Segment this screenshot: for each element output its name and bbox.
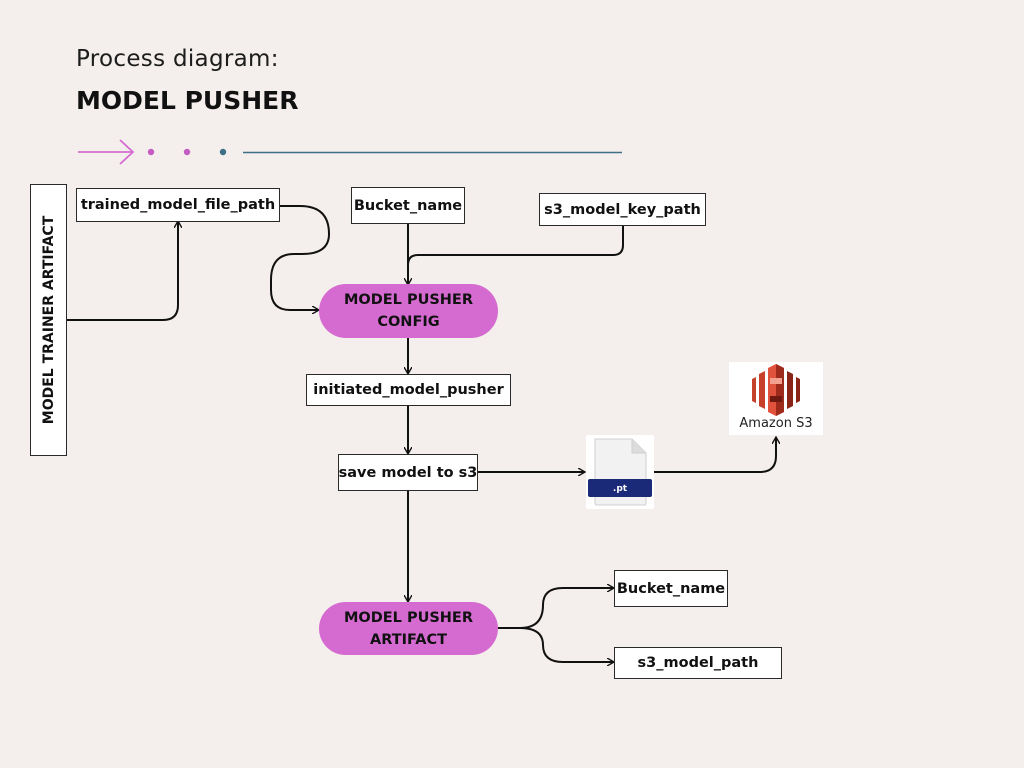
bucket-name-input-box: Bucket_name <box>351 187 465 224</box>
initiated-model-pusher-box: initiated_model_pusher <box>306 374 511 406</box>
divider-dot <box>147 148 155 156</box>
model-pusher-config-label: MODEL PUSHER CONFIG <box>343 292 474 330</box>
model-trainer-artifact-label: MODEL TRAINER ARTIFACT <box>40 215 57 425</box>
edge-filepath-to-config <box>270 205 331 310</box>
edge-artifact-to-modelpath <box>519 627 613 662</box>
amazon-s3-label: Amazon S3 <box>739 416 813 431</box>
file-band <box>588 479 652 497</box>
model-pusher-config-node: MODEL PUSHER CONFIG <box>319 284 498 338</box>
file-extension-label: .pt <box>612 484 628 494</box>
model-pusher-artifact-node: MODEL PUSHER ARTIFACT <box>319 602 498 655</box>
s3-model-key-path-box: s3_model_key_path <box>539 193 706 226</box>
diagram-title: MODEL PUSHER <box>76 86 299 115</box>
save-model-to-s3-box: save model to s3 <box>338 454 478 491</box>
model-trainer-artifact-box: MODEL TRAINER ARTIFACT <box>30 184 67 456</box>
decorative-divider <box>78 139 622 165</box>
model-pusher-artifact-label: MODEL PUSHER ARTIFACT <box>343 609 474 648</box>
edge-artifact-to-bucket <box>498 588 613 629</box>
divider-dot <box>219 148 227 156</box>
s3-bucket-icon <box>752 364 800 416</box>
trained-model-file-path-box: trained_model_file_path <box>76 188 280 222</box>
edge-file-to-s3 <box>654 438 776 473</box>
s3-model-path-box: s3_model_path <box>614 647 782 679</box>
pt-file-icon: .pt <box>586 435 654 509</box>
bucket-name-output-box: Bucket_name <box>614 570 728 607</box>
edge-artifact-to-filepath <box>67 222 178 321</box>
amazon-s3-logo: Amazon S3 <box>729 362 823 435</box>
edge-keypath-to-config <box>407 226 624 284</box>
divider-dot <box>183 148 191 156</box>
diagram-subtitle: Process diagram: <box>76 46 279 72</box>
